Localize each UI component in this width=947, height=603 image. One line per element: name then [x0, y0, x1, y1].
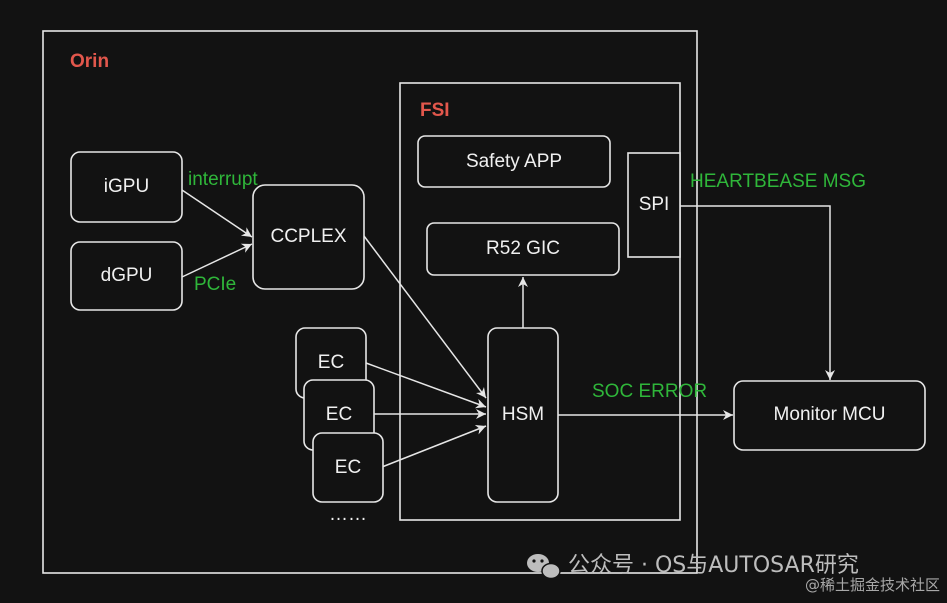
node-safety-app-label: Safety APP: [466, 151, 562, 172]
edge-dgpu-ccplex: [181, 243, 253, 278]
edge-ccplex-hsm: [363, 235, 487, 399]
edge-igpu-ccplex: [181, 189, 253, 238]
node-igpu: [70, 151, 183, 223]
label-soc-error: SOC ERROR: [592, 381, 707, 402]
node-ec-3: [312, 432, 384, 503]
node-r52-gic: [426, 222, 620, 276]
node-monitor-mcu: [733, 380, 926, 451]
node-spi-label: SPI: [639, 194, 670, 215]
node-ec-3-label: EC: [335, 457, 361, 478]
orin-title: Orin: [70, 51, 109, 72]
node-safety-app: [417, 135, 611, 188]
edge-ec3-hsm: [381, 425, 487, 468]
node-dgpu-label: dGPU: [101, 265, 153, 286]
node-hsm: [487, 327, 559, 503]
node-hsm-label: HSM: [502, 404, 544, 425]
node-dgpu: [70, 241, 183, 311]
wechat-icon: [527, 554, 561, 580]
node-monitor-mcu-label: Monitor MCU: [774, 404, 886, 425]
orin-container: [42, 30, 698, 574]
label-heartbease-msg: HEARTBEASE MSG: [690, 171, 866, 192]
node-ec-2-label: EC: [326, 404, 352, 425]
edge-ec1-hsm: [365, 362, 487, 409]
edge-spi-monitor: [680, 205, 835, 380]
node-ec-1-label: EC: [318, 352, 344, 373]
label-pcie: PCIe: [194, 274, 236, 295]
node-r52-gic-label: R52 GIC: [486, 238, 560, 259]
ec-ellipsis: ……: [329, 504, 367, 525]
node-spi: [627, 152, 681, 258]
node-ccplex-label: CCPLEX: [270, 226, 346, 247]
label-interrupt: interrupt: [188, 169, 258, 190]
watermark-sub: @稀土掘金技术社区: [805, 576, 940, 594]
node-igpu-label: iGPU: [104, 176, 149, 197]
fsi-container: [399, 82, 681, 521]
fsi-title: FSI: [420, 100, 450, 121]
watermark-text: 公众号 · OS与AUTOSAR研究: [568, 553, 859, 578]
node-ccplex: [252, 184, 365, 290]
